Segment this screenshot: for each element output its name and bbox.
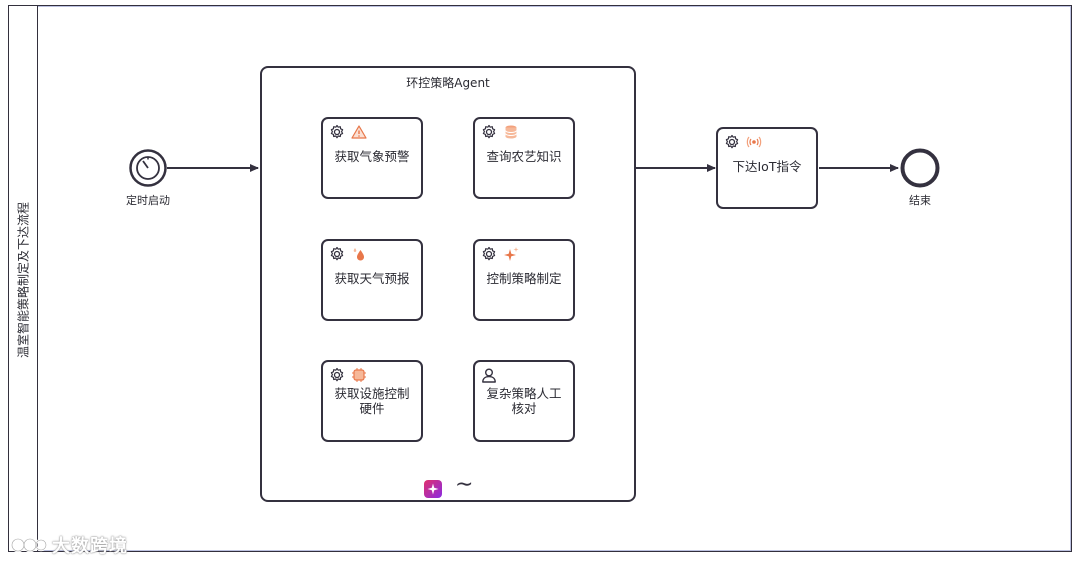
ad-hoc-tilde-icon: ∼ (455, 472, 474, 497)
gear-icon (482, 246, 496, 261)
end-event-label: 结束 (909, 194, 931, 207)
task-manual-review[interactable]: 复杂策略人工 核对 (473, 360, 575, 442)
user-icon (482, 368, 496, 383)
gear-icon (482, 124, 496, 139)
sparkle-icon (504, 247, 519, 261)
task-agronomy-knowledge[interactable]: 查询农艺知识 (473, 117, 575, 199)
agent-subprocess[interactable]: 环控策略Agent (260, 66, 636, 502)
task-weather-forecast[interactable]: 获取天气预报 (321, 239, 423, 321)
warning-icon (351, 125, 367, 139)
watermark-text: 大数跨境 (52, 536, 128, 557)
task-label: 复杂策略人工 核对 (486, 386, 562, 416)
gear-icon (330, 124, 344, 139)
task-facility-hardware[interactable]: 获取设施控制 硬件 (321, 360, 423, 442)
task-label: 获取设施控制 硬件 (334, 386, 410, 416)
subprocess-title: 环控策略Agent (406, 76, 490, 90)
end-event[interactable] (899, 147, 941, 189)
task-send-iot-command[interactable]: 下达IoT指令 (716, 127, 818, 209)
lane-body (37, 5, 1072, 552)
task-label: 下达IoT指令 (732, 159, 802, 174)
task-label: 获取天气预报 (334, 271, 410, 286)
gear-icon (330, 367, 344, 382)
start-timer-event[interactable] (128, 148, 168, 188)
chip-icon (352, 368, 366, 382)
task-label: 控制策略制定 (486, 271, 562, 286)
broadcast-icon (746, 136, 762, 148)
task-label: 查询农艺知识 (486, 149, 562, 164)
start-event-label: 定时启动 (126, 194, 170, 207)
watermark: 大数跨境 (10, 532, 128, 558)
gear-icon (725, 134, 739, 149)
task-label: 获取气象预警 (334, 149, 410, 164)
watermark-logo-icon (10, 537, 48, 553)
task-weather-alert[interactable]: 获取气象预警 (321, 117, 423, 199)
water-drop-icon (353, 248, 364, 261)
gear-icon (330, 246, 344, 261)
ai-star-icon (424, 480, 442, 498)
database-icon (505, 125, 517, 139)
task-strategy-making[interactable]: 控制策略制定 (473, 239, 575, 321)
lane-header (8, 5, 38, 552)
